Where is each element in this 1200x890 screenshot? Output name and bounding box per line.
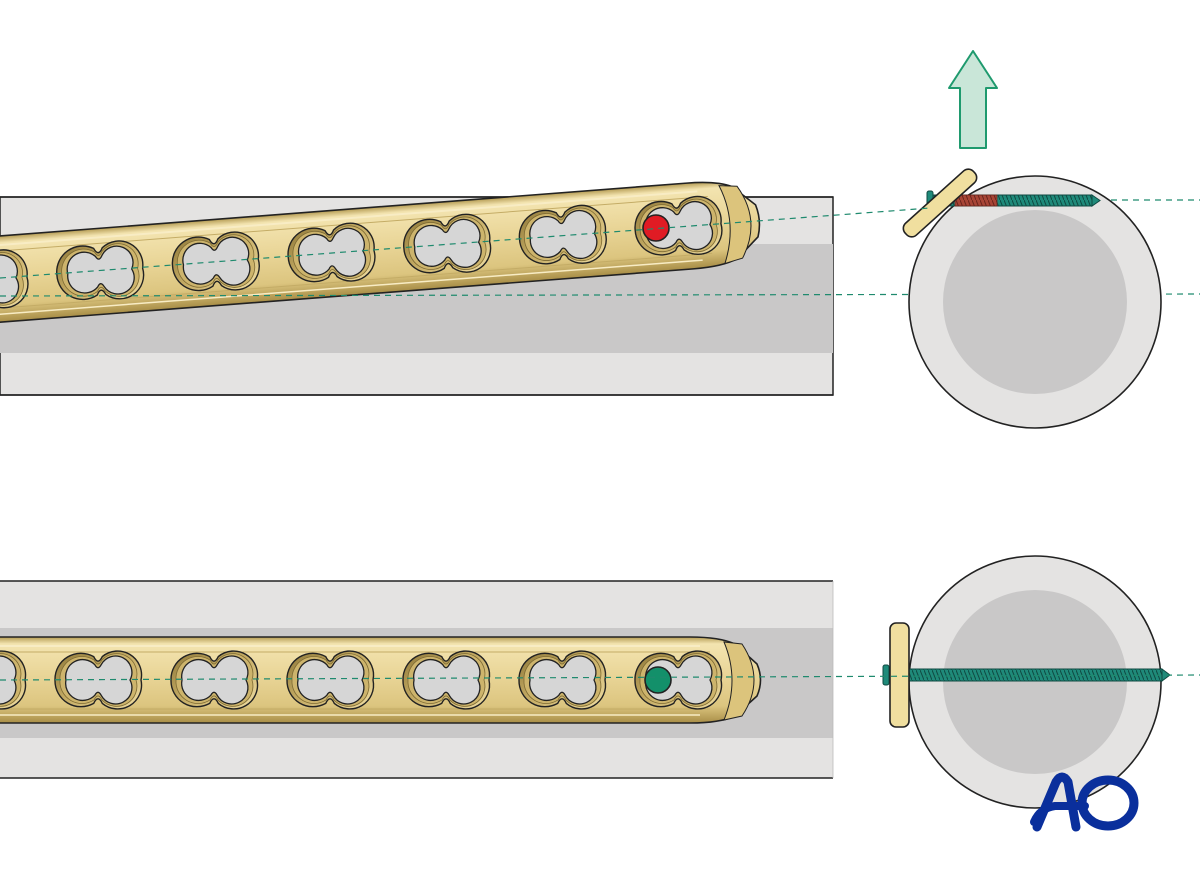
bottom-plate-hole: [402, 650, 491, 710]
bottom-plate-hole: [518, 650, 607, 710]
bottom-plate-hole: [54, 650, 143, 710]
bottom-plate-hole: [286, 650, 375, 710]
top-lift-arrow: [948, 50, 998, 149]
bottom-plate-tip-bevel: [723, 641, 755, 721]
bottom-cross-section-canal: [943, 590, 1127, 774]
bottom-plate-holes: [0, 650, 723, 710]
top-guide-line-axis: [0, 293, 1200, 297]
bottom-screw: [882, 664, 1171, 686]
bottom-plate: [0, 636, 762, 724]
bottom-guide-line: [0, 674, 1200, 681]
top-plate-hole: [171, 231, 260, 292]
top-guide-line-oblique: [0, 207, 931, 279]
top-plate-tip-bevel: [718, 185, 752, 265]
top-plate-hole: [518, 204, 607, 265]
top-plate-cross-section: [902, 168, 978, 238]
ao-logo-letter-a: [1032, 772, 1081, 832]
bottom-plate-hole: [170, 650, 259, 710]
bottom-green-marker: [644, 666, 672, 694]
top-red-marker: [642, 214, 670, 242]
top-bone-cross-section: [902, 168, 1162, 429]
top-figure: [0, 50, 1200, 429]
ao-logo: [1030, 772, 1139, 832]
bottom-figure: [0, 555, 1200, 809]
bottom-plate-cross-section: [889, 622, 910, 728]
top-plate-hole: [403, 213, 492, 274]
ao-logo-letter-o: [1077, 775, 1139, 831]
bottom-bone-cross-section: [882, 555, 1171, 809]
bottom-plate-hole: [0, 650, 27, 710]
top-cross-section-canal: [943, 210, 1127, 394]
top-plate-hole: [0, 249, 29, 309]
top-plate-hole: [287, 222, 376, 283]
